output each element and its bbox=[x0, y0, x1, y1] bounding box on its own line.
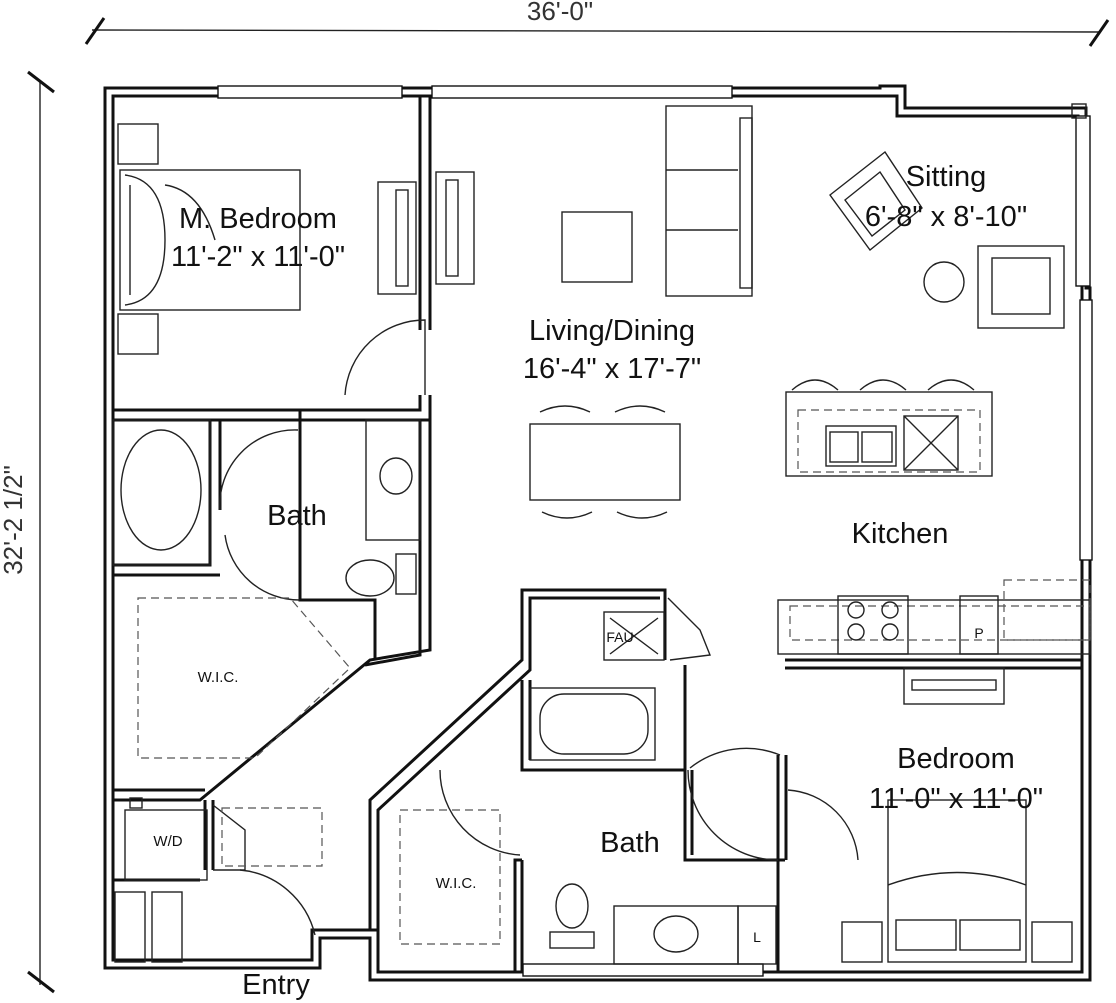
master-bedroom-furniture bbox=[117, 123, 475, 355]
dimension-top: 36'-0" bbox=[84, 0, 1110, 47]
sitting-furniture bbox=[829, 150, 1065, 329]
dimension-left: 32'-2 1/2" bbox=[0, 70, 55, 994]
bedroom-furniture bbox=[841, 667, 1073, 963]
doors bbox=[212, 319, 859, 936]
room-labels: M. Bedroom 11'-2" x 11'-0" Sitting 6'-8"… bbox=[153, 161, 1043, 1001]
depth-dimension: 32'-2 1/2" bbox=[0, 465, 28, 575]
living-dining-size: 16'-4" x 17'-7" bbox=[523, 353, 701, 385]
living-dining-name: Living/Dining bbox=[529, 315, 695, 347]
fau-label: FAU bbox=[606, 629, 633, 645]
sitting-size: 6'-8" x 8'-10" bbox=[865, 201, 1027, 233]
bedroom-name: Bedroom bbox=[897, 743, 1015, 775]
exterior-walls bbox=[103, 84, 1093, 982]
entry-name: Entry bbox=[242, 969, 310, 1001]
linen-label: L bbox=[753, 929, 761, 945]
master-bath-name: Bath bbox=[267, 500, 327, 532]
second-bath-name: Bath bbox=[600, 827, 660, 859]
wd-name: W/D bbox=[153, 833, 182, 850]
second-wic bbox=[399, 809, 501, 945]
fau: FAU bbox=[603, 611, 665, 661]
width-dimension: 36'-0" bbox=[527, 0, 593, 26]
second-bath-fixtures: L bbox=[529, 687, 777, 965]
sitting-name: Sitting bbox=[906, 161, 987, 193]
master-bedroom-name: M. Bedroom bbox=[179, 203, 337, 235]
master-bedroom-size: 11'-2" x 11'-0" bbox=[171, 241, 345, 273]
kitchen-fixtures: P bbox=[777, 379, 1091, 655]
master-wic-name: W.I.C. bbox=[198, 669, 239, 686]
kitchen-name: Kitchen bbox=[852, 518, 949, 550]
living-furniture bbox=[529, 105, 753, 519]
laundry bbox=[114, 797, 323, 963]
second-wic-name: W.I.C. bbox=[436, 875, 477, 892]
master-bath-fixtures bbox=[112, 419, 421, 597]
pantry-label: P bbox=[974, 625, 983, 641]
bedroom-size: 11'-0" x 11'-0" bbox=[869, 783, 1043, 815]
master-wic bbox=[137, 597, 351, 759]
